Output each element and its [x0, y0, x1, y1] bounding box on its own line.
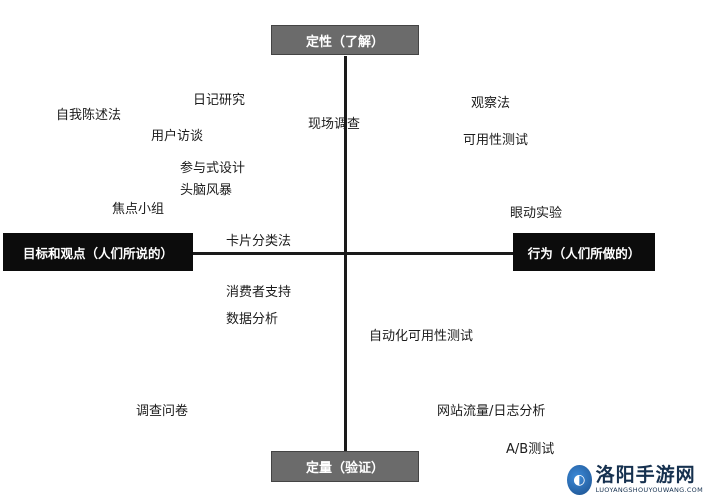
method-field-study: 现场调查: [308, 117, 361, 132]
method-self-statement: 自我陈述法: [56, 108, 122, 123]
axis-horizontal-line: [192, 252, 514, 255]
method-web-traffic-logs: 网站流量/日志分析: [437, 404, 546, 419]
method-card-sorting: 卡片分类法: [226, 234, 292, 249]
watermark-title: 洛阳手游网: [595, 464, 696, 487]
site-watermark: ◐ 洛阳手游网 LUOYANGSHOUYOUWANG.COM: [567, 462, 703, 498]
method-eye-tracking: 眼动实验: [510, 206, 563, 221]
method-observation: 观察法: [471, 96, 511, 111]
axis-bottom-label: 定量（验证）: [271, 451, 419, 482]
method-customer-support: 消费者支持: [226, 285, 292, 300]
method-ab-test: A/B测试: [506, 442, 555, 457]
watermark-subtitle: LUOYANGSHOUYOUWANG.COM: [595, 486, 703, 495]
method-usability-test: 可用性测试: [463, 133, 529, 148]
method-user-interview: 用户访谈: [151, 129, 204, 144]
method-participatory-design: 参与式设计: [180, 161, 246, 176]
method-brainstorm: 头脑风暴: [180, 183, 233, 198]
method-automated-usability-test: 自动化可用性测试: [369, 329, 474, 344]
watermark-logo-icon: ◐: [567, 465, 592, 495]
method-survey: 调查问卷: [136, 404, 189, 419]
axis-right-label: 行为（人们所做的）: [513, 233, 655, 271]
axis-top-label: 定性（了解）: [271, 25, 419, 55]
axis-left-label: 目标和观点（人们所说的）: [3, 233, 193, 271]
method-diary-study: 日记研究: [193, 93, 246, 108]
method-focus-group: 焦点小组: [112, 202, 165, 217]
method-data-analysis: 数据分析: [226, 312, 279, 327]
